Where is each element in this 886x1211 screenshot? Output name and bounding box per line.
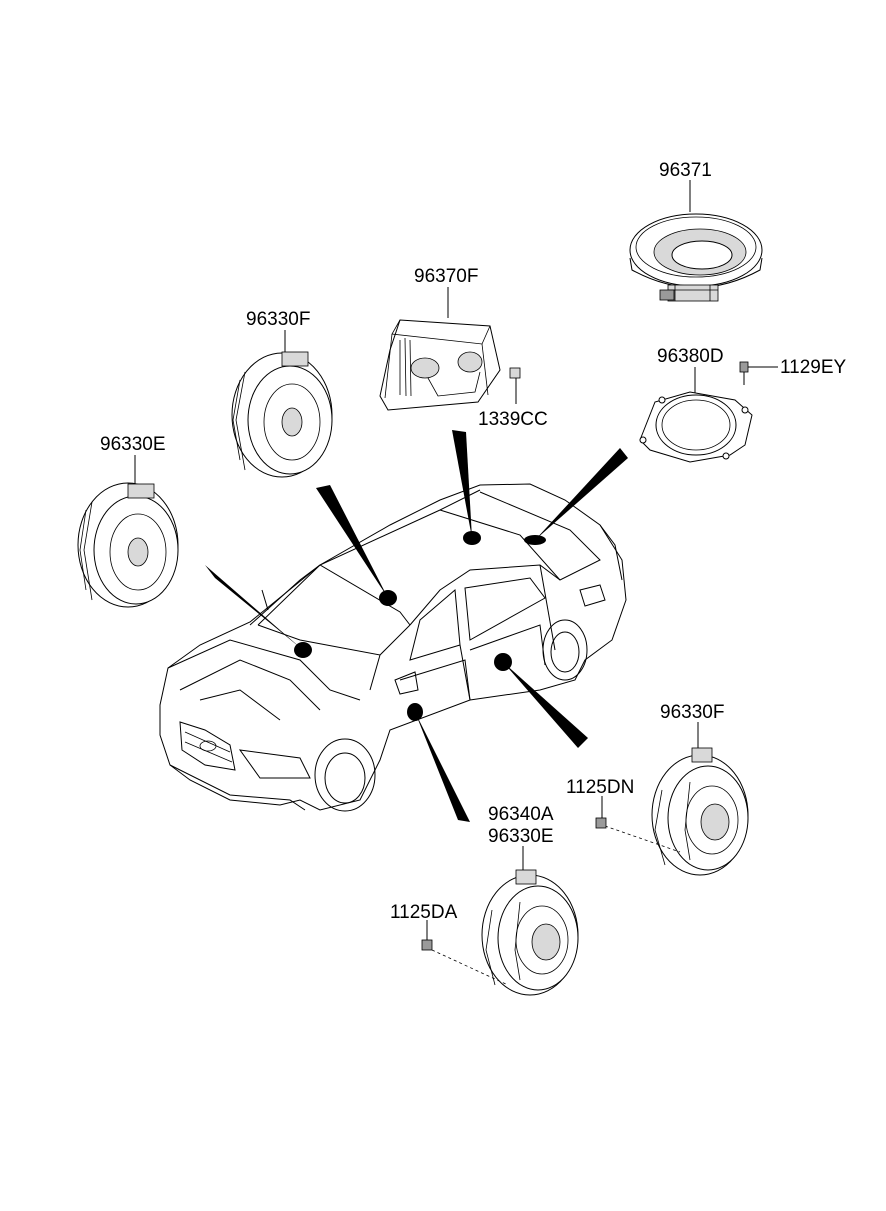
label-96330E-left: 96330E (100, 434, 166, 455)
label-96370F: 96370F (414, 266, 478, 287)
leader-lines (134, 180, 778, 940)
pointer-wedge (535, 448, 628, 540)
part-96371-speaker (629, 213, 763, 302)
part-96380D-tweeter (639, 361, 753, 463)
pointer-wedge (415, 712, 470, 822)
label-1339CC: 1339CC (478, 409, 548, 430)
label-1129EY: 1129EY (780, 357, 847, 378)
pointer-wedge (205, 565, 303, 650)
part-96330F-speaker-top (231, 351, 333, 478)
label-96330E-bottom: 96330E (488, 826, 554, 847)
part-96370F-amplifier (379, 319, 521, 411)
pointer-wedge (503, 662, 588, 748)
part-96330F-speaker-right (595, 747, 749, 876)
label-1125DA: 1125DA (390, 902, 458, 923)
pointer-wedges (205, 430, 628, 822)
part-96340A-speaker-bottom (421, 869, 579, 996)
label-96330F-right: 96330F (660, 702, 724, 723)
part-96330E-speaker-left (77, 482, 179, 608)
part-labels: 96371 96370F 96380D 1129EY 1339CC 96330F… (100, 160, 847, 923)
pointer-wedge (316, 485, 388, 598)
label-96371: 96371 (659, 160, 712, 181)
label-1125DN: 1125DN (566, 777, 634, 798)
label-96380D: 96380D (657, 346, 724, 367)
car-body (159, 483, 627, 812)
pointer-wedge (452, 430, 472, 538)
label-96340A: 96340A (488, 804, 554, 825)
label-96330F-top: 96330F (246, 309, 310, 330)
